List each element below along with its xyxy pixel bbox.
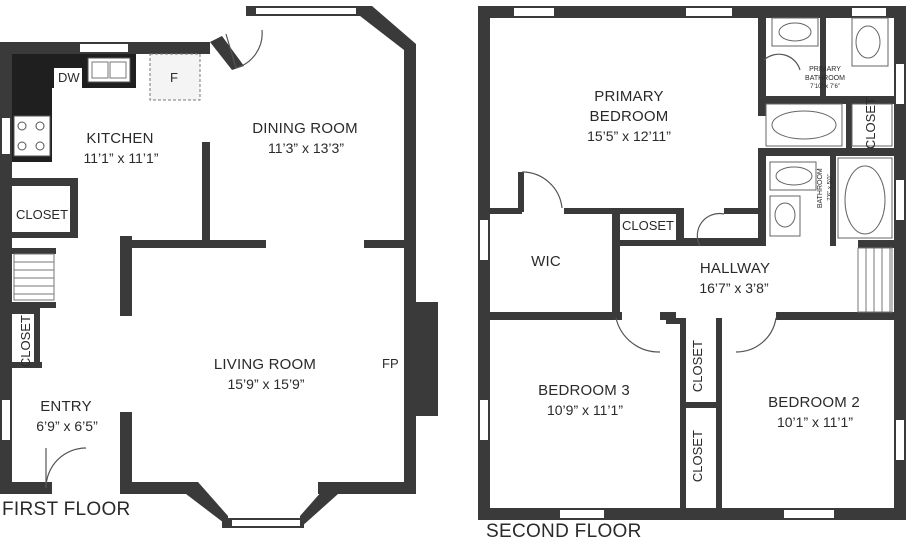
- hallway-dims: 16’7” x 3’8”: [699, 280, 769, 296]
- bathroom-dims: 7’6” x 5’0”: [827, 174, 834, 201]
- bedroom2-closet-label: CLOSET: [689, 430, 705, 483]
- bedroom3-dims: 10’9” x 11’1”: [546, 402, 623, 418]
- living-room-dims: 15’9” x 15’9”: [227, 376, 305, 392]
- dishwasher-label: DW: [58, 70, 80, 85]
- fridge-label: F: [170, 70, 178, 85]
- door-swings: [45, 29, 801, 489]
- windows: [2, 8, 904, 526]
- stairs: [13, 247, 893, 313]
- entry-name: ENTRY: [40, 398, 92, 415]
- primary-bathroom-name-1: PRIMARY: [809, 66, 841, 73]
- living-room-name: LIVING ROOM: [213, 356, 317, 373]
- primary-bedroom-dims: 15’5” x 12’11”: [587, 128, 671, 144]
- closet-upper-label: CLOSET: [16, 207, 69, 222]
- primary-bedroom-name-1: PRIMARY: [594, 88, 664, 105]
- bedroom3-closet-label: CLOSET: [689, 340, 705, 393]
- bath-fixtures: [765, 17, 893, 239]
- kitchen-dims: 11’1” x 11’1”: [83, 150, 159, 166]
- entry-dims: 6’9” x 6’5”: [36, 418, 98, 434]
- primary-bathroom-name-2: BATHROOM: [805, 75, 845, 82]
- primary-bedroom-name-2: BEDROOM: [589, 108, 669, 125]
- hall-closet-label: CLOSET: [621, 218, 674, 233]
- wic-label: WIC: [531, 253, 561, 270]
- kitchen-name: KITCHEN: [86, 130, 154, 147]
- closet-lower-label: CLOSET: [17, 315, 33, 368]
- dining-room-dims: 11’3” x 13’3”: [267, 140, 344, 156]
- dining-room-name: DINING ROOM: [252, 120, 358, 137]
- kitchen-counters: [12, 53, 201, 162]
- bedroom2-dims: 10’1” x 11’1”: [776, 414, 853, 430]
- fireplace-label: FP: [382, 356, 399, 371]
- floor-plan: [0, 6, 906, 528]
- bathroom-name: BATHROOM: [816, 168, 824, 209]
- primary-bath-closet-label: CLOSET: [862, 97, 878, 150]
- primary-bathroom-dims: 7’10” x 7’6”: [810, 84, 840, 90]
- hallway-name: HALLWAY: [699, 260, 771, 277]
- bedroom3-name: BEDROOM 3: [538, 382, 630, 399]
- first-floor-title: FIRST FLOOR: [2, 499, 131, 520]
- bedroom2-name: BEDROOM 2: [768, 394, 860, 411]
